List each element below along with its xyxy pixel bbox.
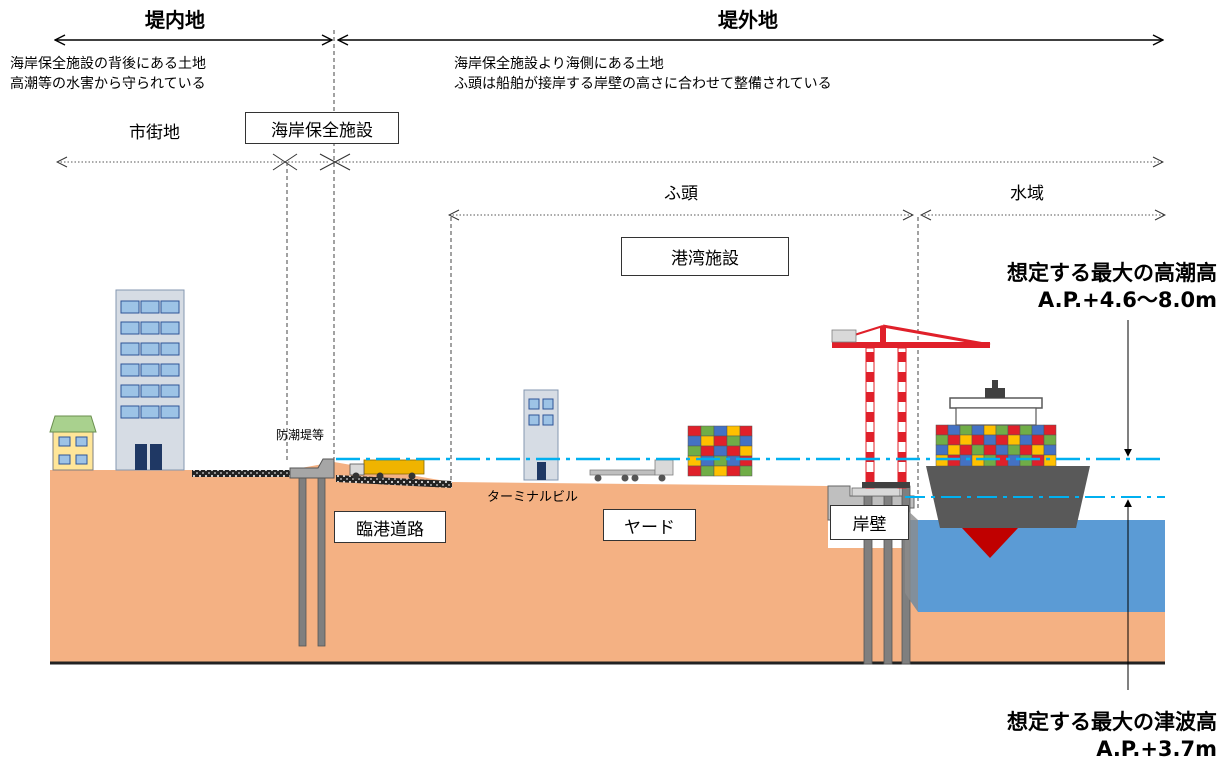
tsunami-value: A.P.+3.7m (1096, 737, 1217, 761)
coastal-facility-box: 海岸保全施設 (245, 112, 399, 144)
port-facility-box: 港湾施設 (621, 237, 789, 276)
gantry-crane (831, 324, 991, 489)
seawall-label: 防潮堤等 (276, 428, 325, 442)
quay-wall-box: 岸壁 (830, 505, 909, 540)
inland-note-1: 海岸保全施設の背後にある土地 (10, 56, 206, 72)
yard-container-stack (687, 425, 753, 477)
city-building (115, 289, 185, 471)
tsunami-title: 想定する最大の津波高 (1007, 710, 1217, 734)
yard-box: ヤード (603, 509, 696, 541)
container-ship (926, 380, 1090, 558)
outland-note-1: 海岸保全施設より海側にある土地 (454, 56, 664, 72)
inland-note-2: 高潮等の水害から守られている (10, 76, 206, 92)
dump-truck (349, 459, 425, 480)
city-road-paving (192, 470, 292, 477)
seawall (289, 458, 335, 647)
water-body (905, 520, 1165, 612)
trailer-truck (589, 459, 674, 482)
port-road-paving (336, 475, 452, 488)
inland-zone-title: 堤内地 (145, 8, 205, 32)
terminal-building-label: ターミナルビル (487, 490, 579, 505)
city-label: 市街地 (129, 123, 180, 143)
facility-range-crosses (272, 153, 351, 171)
wharf-label: ふ頭 (664, 184, 698, 204)
water-area-label: 水域 (1010, 184, 1044, 204)
storm-surge-value: A.P.+4.6～8.0m (1037, 288, 1217, 312)
terminal-building (523, 389, 559, 481)
outland-zone-title: 堤外地 (718, 8, 778, 32)
small-house (49, 415, 97, 471)
port-road-box: 臨港道路 (334, 511, 446, 543)
storm-surge-title: 想定する最大の高潮高 (1007, 261, 1217, 285)
outland-note-2: ふ頭は船舶が接岸する岸壁の高さに合わせて整備されている (454, 76, 832, 92)
